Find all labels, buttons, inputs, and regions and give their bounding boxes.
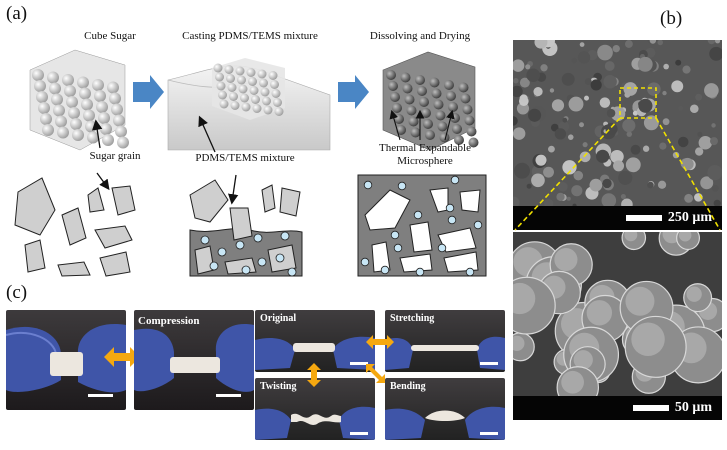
panel-a-label: (a) [6,3,28,24]
sem-top-footer [513,206,722,230]
pdms-sheet [167,58,331,151]
pdms-pointer [198,115,216,153]
microsphere-pointer-1 [389,109,401,141]
microsphere-pointer-3 [444,109,455,141]
zoom-box [619,87,657,119]
sem-bottom-footer [513,396,722,420]
pdms-mixture-callout: PDMS/TEMS mixture [195,152,295,164]
microsphere-callout-line1: Thermal Expandable [379,142,471,154]
photo-compressed: Compression [134,310,254,410]
porous-cube [382,51,479,151]
sem-image-low-mag: 250 μm [513,40,722,230]
scale-bar [216,394,241,397]
photo-uncompressed-art [6,324,126,397]
sem-top-scale: 250 μm [625,210,712,226]
photo-bending-art [385,406,505,440]
microsphere-callout-line2: Microsphere [397,155,453,167]
sem-bottom-scale-text: 50 μm [674,400,712,415]
photo-uncompressed [6,310,126,410]
porous-structure [357,174,487,277]
grain-arrow [96,172,110,191]
sem-top-scale-text: 250 μm [667,210,712,225]
compression-double-arrow [104,347,140,367]
stretching-label: Stretching [390,313,435,324]
photo-twisting-art [255,406,375,440]
original-label: Original [260,313,297,324]
original-stretching-arrow [366,335,394,349]
sem-top-scale-bar [625,215,662,221]
photo-original-art [255,336,375,370]
scale-bar [350,432,368,435]
photo-stretching: Stretching [385,310,505,372]
photo-stretching-art [385,336,505,370]
photo-compressed-art [134,324,254,397]
step-dissolving-title: Dissolving and Drying [369,30,471,42]
sugar-grain-callout: Sugar grain [89,150,141,162]
panel-a-illustration [14,49,487,277]
twisting-label: Twisting [260,381,297,392]
panel-b-label: (b) [660,8,683,29]
zoom-connectors [514,118,721,231]
scale-bar [350,362,368,365]
photo-original: Original [255,310,375,372]
sem-image-high-mag: 50 μm [513,232,722,420]
loose-sugar-grains [14,177,136,277]
bending-label: Bending [390,381,426,392]
sem-bottom-scale: 50 μm [632,400,712,416]
sem-texture-bottom [513,232,722,409]
infill-arrow [227,174,239,205]
original-bending-arrow [366,364,385,383]
scale-bar [480,362,498,365]
panel-c-label: (c) [6,282,28,303]
partial-infill [189,179,303,277]
photo-twisting: Twisting [255,378,375,440]
flow-arrow-2 [338,75,369,109]
step-casting-title: Casting PDMS/TEMS mixture [182,30,318,42]
sem-bottom-scale-bar [632,405,669,411]
scale-bar [480,432,498,435]
compression-label: Compression [138,315,200,327]
photo-bending: Bending [385,378,505,440]
scale-bar [88,394,113,397]
original-twisting-arrow [307,363,321,387]
step-cube-sugar-title: Cube Sugar [84,30,136,42]
flow-arrow-1 [133,75,164,109]
sugar-grain-pointer [92,119,103,149]
sem-texture-top [513,40,722,211]
sugar-cube [29,49,129,151]
